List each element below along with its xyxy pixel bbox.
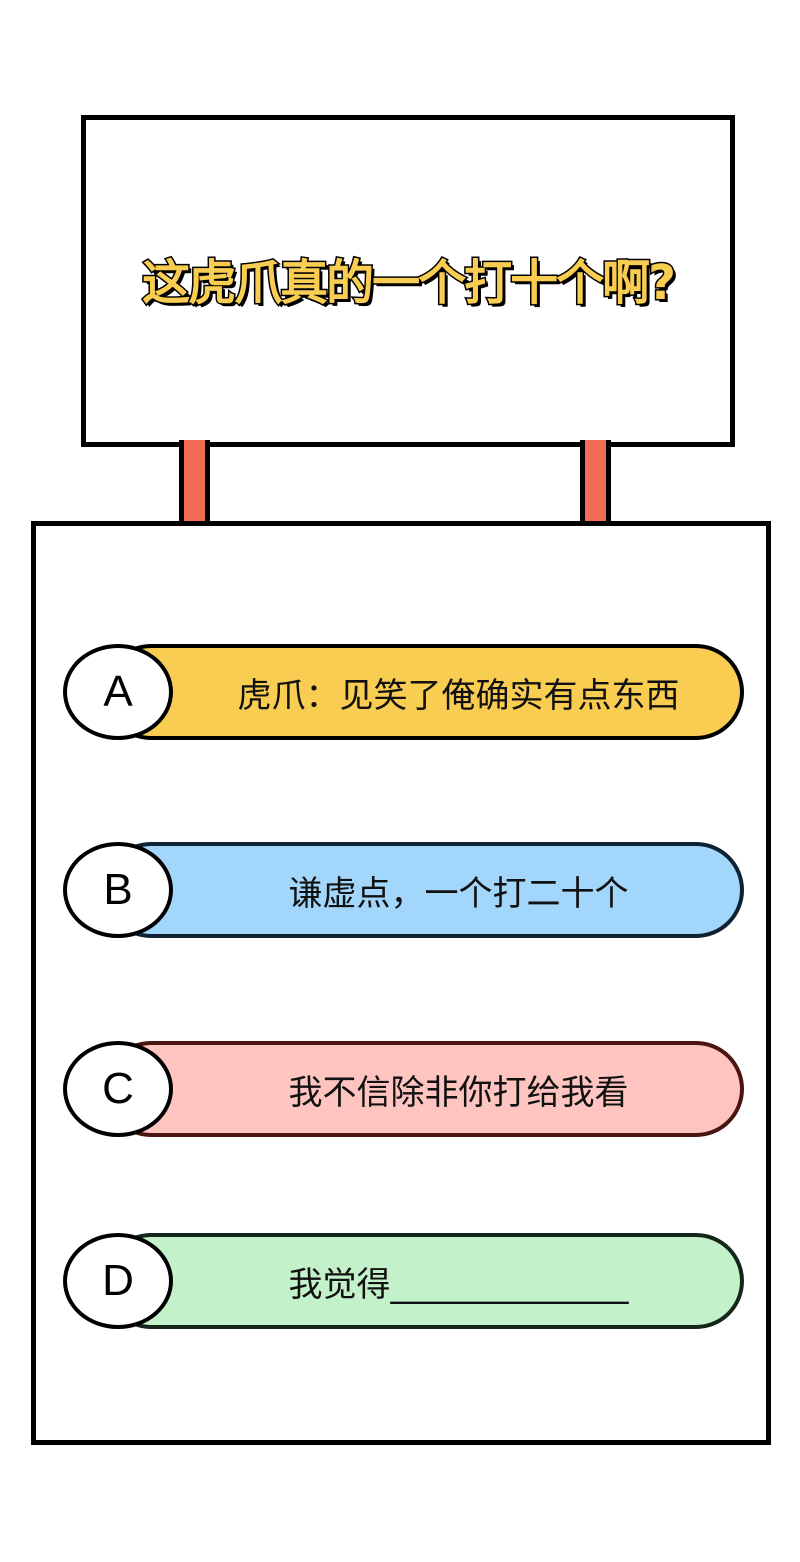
option-b[interactable]: 谦虚点，一个打二十个 B — [63, 842, 744, 938]
option-b-pill[interactable]: 谦虚点，一个打二十个 — [103, 842, 744, 938]
option-d-letter: D — [102, 1256, 134, 1305]
option-b-letter: B — [103, 865, 133, 914]
option-a-letter-badge: A — [63, 644, 173, 740]
sign-post-right — [580, 440, 611, 525]
option-a[interactable]: 虎爪：见笑了俺确实有点东西 A — [63, 644, 744, 740]
option-d[interactable]: 我觉得______________ D — [63, 1233, 744, 1329]
option-d-text: 我觉得______________ — [288, 1264, 629, 1305]
option-d-letter-badge: D — [63, 1233, 173, 1329]
option-b-text: 谦虚点，一个打二十个 — [288, 873, 629, 914]
option-c-text: 我不信除非你打给我看 — [288, 1072, 629, 1113]
option-c-letter: C — [102, 1064, 134, 1113]
question-title: 这虎爪真的一个打十个啊? — [141, 254, 678, 313]
option-c-pill[interactable]: 我不信除非你打给我看 — [103, 1041, 744, 1137]
option-a-pill[interactable]: 虎爪：见笑了俺确实有点东西 — [103, 644, 744, 740]
option-a-letter: A — [103, 667, 133, 716]
option-b-letter-badge: B — [63, 842, 173, 938]
option-c[interactable]: 我不信除非你打给我看 C — [63, 1041, 744, 1137]
option-c-letter-badge: C — [63, 1041, 173, 1137]
option-a-text: 虎爪：见笑了俺确实有点东西 — [237, 675, 680, 716]
title-sign: 这虎爪真的一个打十个啊? — [81, 115, 735, 447]
option-d-pill[interactable]: 我觉得______________ — [103, 1233, 744, 1329]
sign-post-left — [179, 440, 210, 525]
